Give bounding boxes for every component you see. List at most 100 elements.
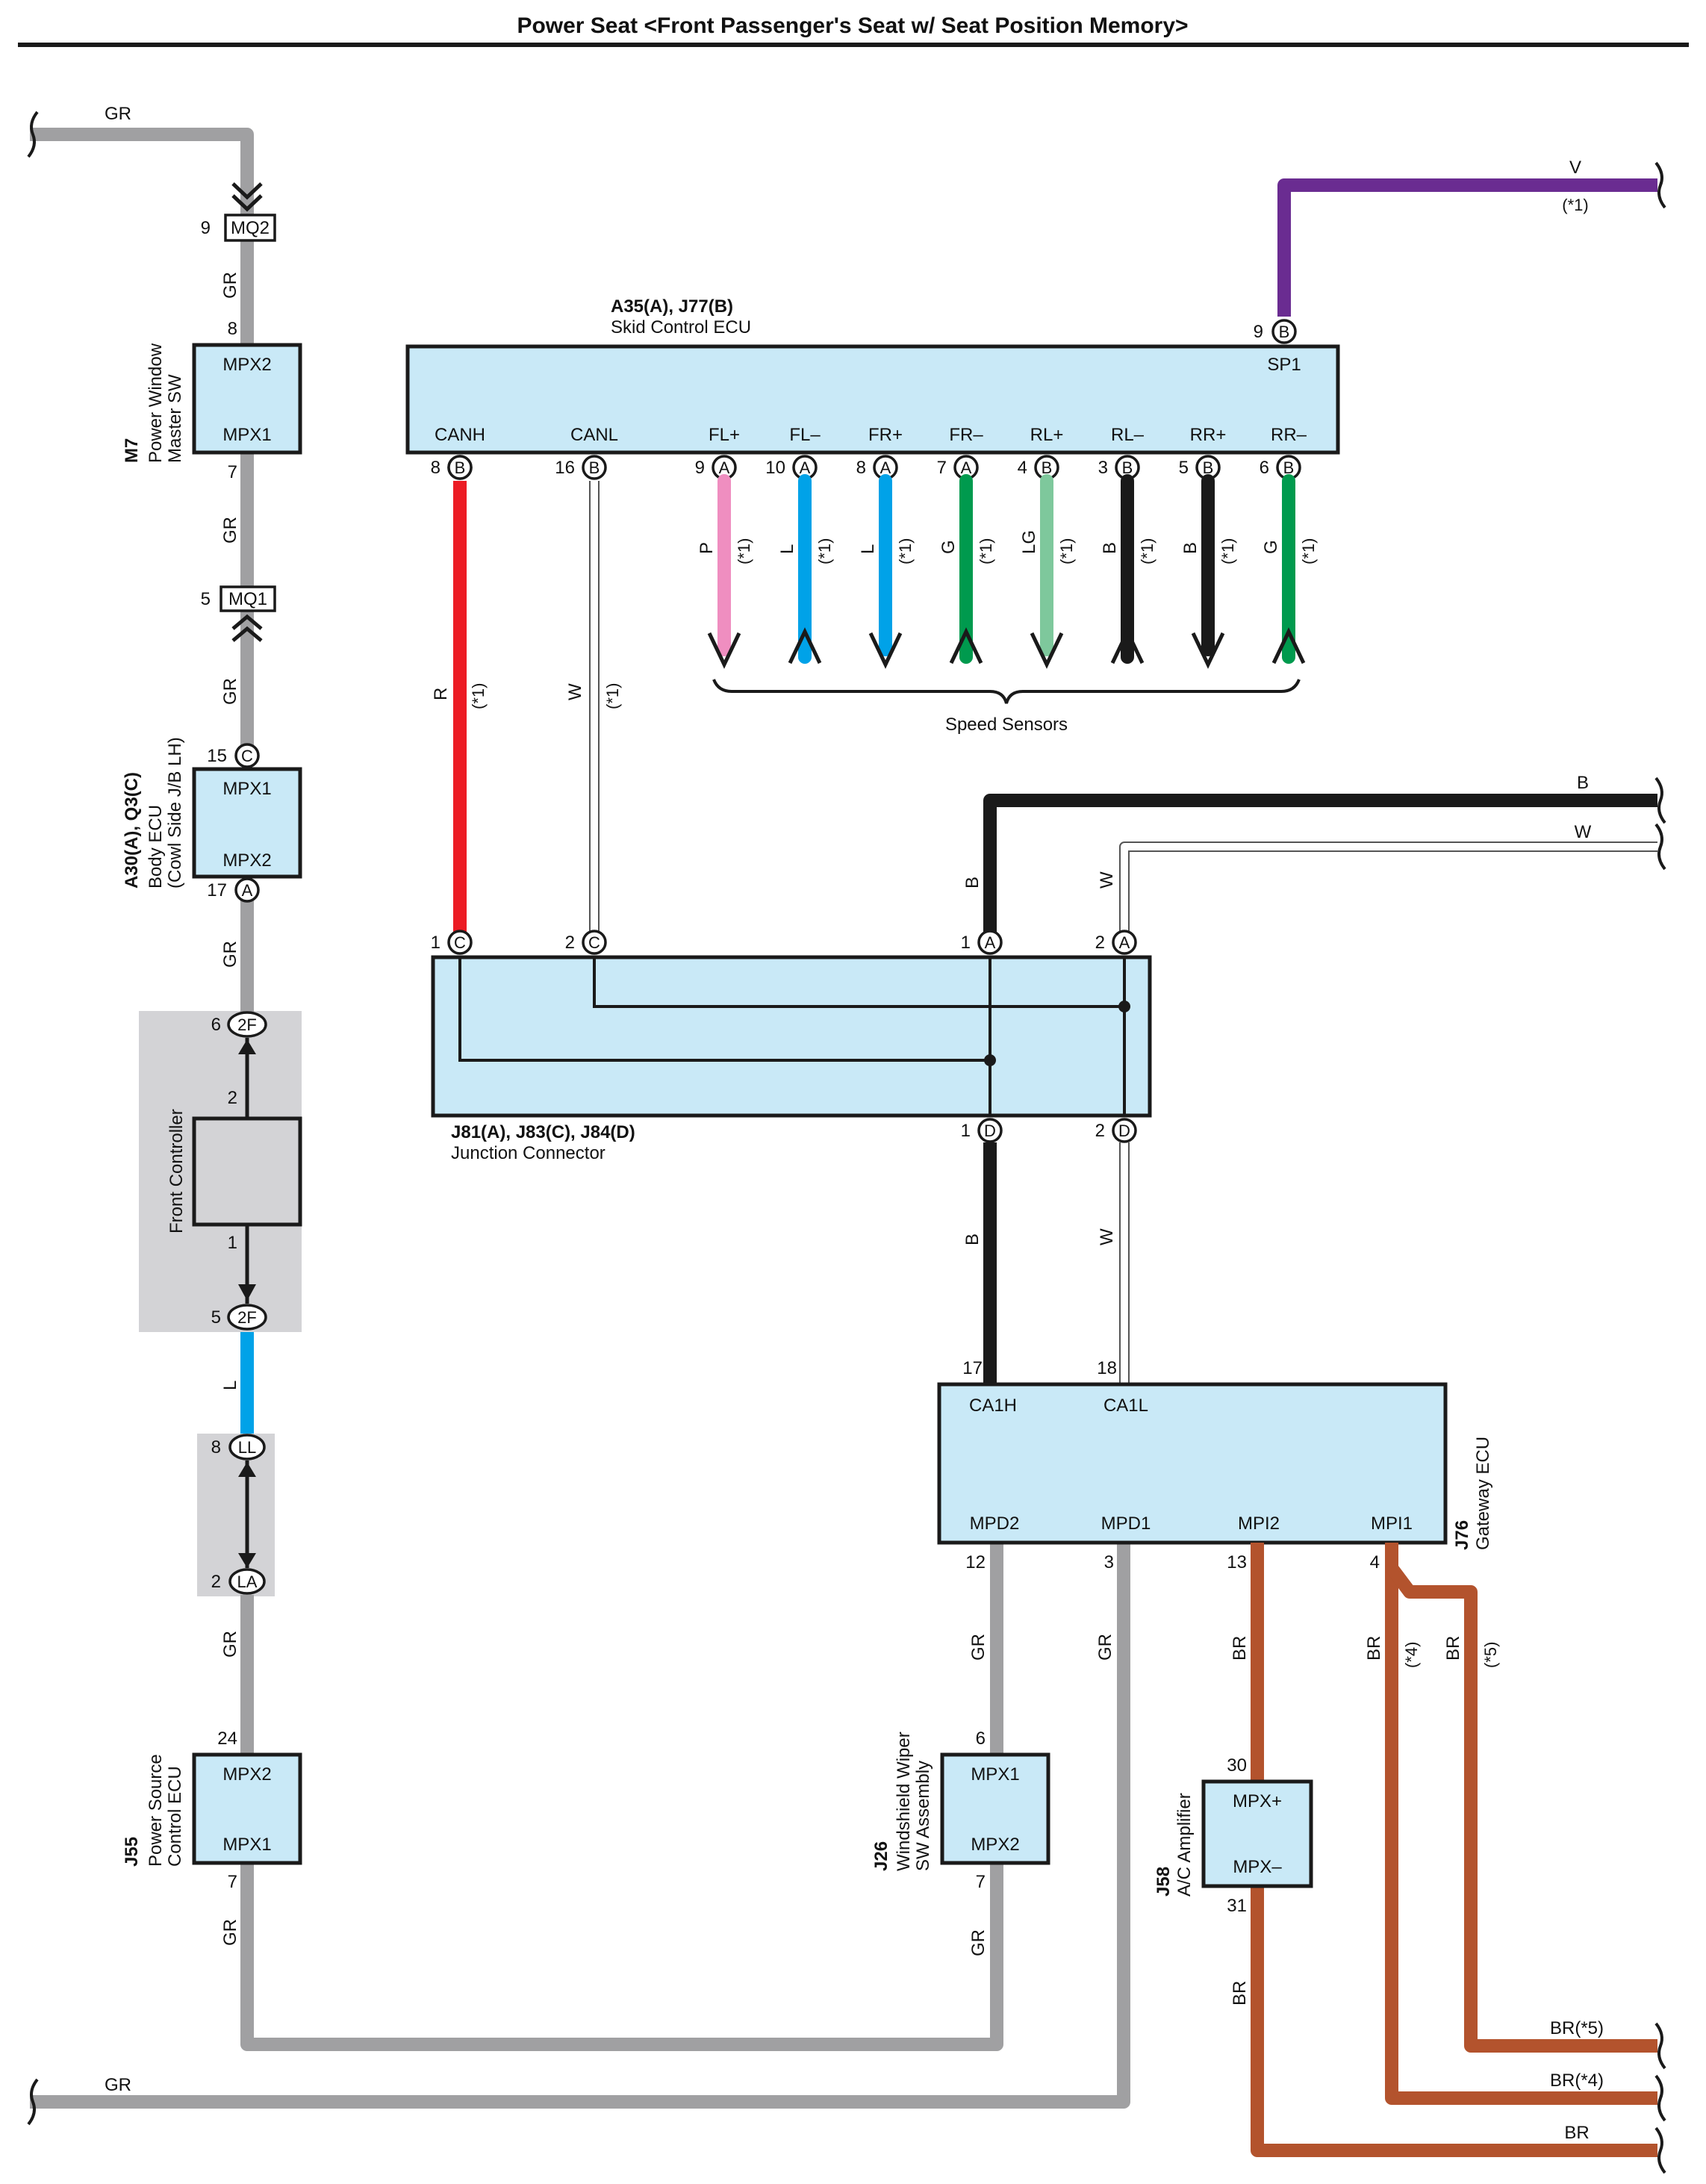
sensor-wire: L(*1): [858, 474, 915, 669]
sensor-wire: G(*1): [1261, 474, 1318, 665]
j58-to-right-br-wire: [1251, 1886, 1657, 2157]
pin-number: 1: [431, 933, 440, 953]
mpd1-to-bottom-gr-wire: [30, 1534, 1130, 2109]
fc-top-conn-pin: 6: [211, 1015, 221, 1035]
skid-ecu-pins: CANHB8CANLB16FL+A9FL–A10FR+A8FR–A7RL+B4R…: [431, 425, 1307, 480]
m7-pin-bottom: 7: [228, 462, 237, 482]
gateway-code: J76: [1452, 1520, 1472, 1550]
body-ecu: C 15 MPX1 MPX2 A 17 A30(A), Q3(C) Body E…: [122, 737, 302, 903]
w-wire-up: [1121, 843, 1657, 933]
b-wire-up: [983, 794, 1657, 933]
mpi1-branch-note: (*5): [1481, 1642, 1500, 1668]
junction-top-pin-4: A 2: [1095, 930, 1137, 955]
mq2-connector: MQ2 9: [201, 182, 276, 242]
ll-label: LL: [238, 1438, 256, 1457]
j58-name: A/C Amplifier: [1174, 1793, 1195, 1897]
fc-inner-bottom-pin: 1: [228, 1233, 237, 1253]
br-wires: [1251, 1543, 1657, 2157]
pin-number: 6: [1260, 458, 1269, 478]
pin-number: 2: [1095, 1121, 1105, 1141]
wire-label-gr-6: GR: [220, 1919, 240, 1946]
pin-letter: A: [961, 458, 972, 477]
w-wire-label: W: [1097, 871, 1117, 889]
front-controller-name: Front Controller: [166, 1109, 187, 1233]
pin-letter: B: [1042, 458, 1053, 477]
pin-letter: D: [984, 1121, 996, 1140]
j58-pin-bottom: 31: [1227, 1896, 1247, 1916]
left-bottom-wire-end: [27, 2078, 39, 2126]
j26-name-2: SW Assembly: [913, 1761, 933, 1871]
wire-label-gr-4: GR: [220, 941, 240, 968]
canl-wire-label: W: [565, 683, 585, 700]
arrow-down-icon: [1191, 632, 1225, 669]
mpi1-wire-note: (*4): [1402, 1642, 1421, 1668]
gw-port-ca1h: CA1H: [969, 1396, 1017, 1416]
pin-letter: C: [588, 933, 600, 952]
chevron-up-icon: [231, 626, 263, 642]
pin-letter: B: [589, 458, 600, 477]
mpd2-wire-label: GR: [968, 1634, 989, 1661]
body-port-top: MPX1: [222, 779, 271, 799]
speed-sensor-wires: P(*1)L(*1)L(*1)G(*1)LG(*1)B(*1)B(*1)G(*1…: [697, 474, 1318, 669]
body-ecu-name-2: (Cowl Side J/B LH): [165, 737, 185, 889]
pin-number: 4: [1018, 458, 1027, 478]
j58-pin-top: 30: [1227, 1755, 1247, 1776]
skid-pin-fr-plus: FR+A8: [856, 425, 903, 480]
b-wire-end: [1654, 777, 1666, 824]
sensor-wire-color: B: [1100, 542, 1120, 554]
gw-port-mpi1: MPI1: [1371, 1513, 1413, 1534]
sp1-label: SP1: [1267, 355, 1301, 375]
junction-dot: [984, 1054, 996, 1066]
front-controller: 2F 6 2 1 2F 5 Front Controller: [166, 1011, 302, 1331]
sensor-wire-color: LG: [1019, 530, 1039, 554]
skid-port-label: FR–: [949, 425, 983, 445]
mpd1-wire-label: GR: [1095, 1634, 1115, 1661]
junction-dot: [1118, 1001, 1130, 1012]
junction-bottom-pin-1: D 1: [961, 1118, 1003, 1143]
right-end-br4: BR(*4): [1550, 2071, 1604, 2091]
pin-number: 7: [937, 458, 947, 478]
v-wire-note: (*1): [1562, 196, 1588, 214]
skid-port-label: CANH: [435, 425, 485, 445]
gw-port-ca1l: CA1L: [1103, 1396, 1148, 1416]
mq1-label: MQ1: [228, 589, 267, 609]
w-out-label: W: [1575, 822, 1592, 842]
fc-bottom-conn: 2F: [237, 1308, 257, 1327]
body-port-bottom: MPX2: [222, 850, 271, 871]
pin-letter: A: [985, 933, 996, 952]
ll-la-zone: [197, 1434, 275, 1596]
j26-windshield-wiper-sw: 6 MPX1 MPX2 7 J26 Windshield Wiper SW As…: [871, 1729, 1050, 1956]
m7-name-1: Power Window: [146, 343, 166, 463]
canh-wire-note: (*1): [469, 683, 488, 709]
junction-top-pin-2: C 2: [565, 930, 607, 955]
arrow-down-icon: [868, 632, 903, 669]
pin-letter: A: [719, 458, 730, 477]
junction-connector-box: [431, 955, 1152, 1118]
m7-name-2: Master SW: [165, 374, 185, 463]
mq2-pin: 9: [201, 218, 211, 238]
sensor-wire: LG(*1): [1019, 474, 1076, 669]
mpi1-br5-wire: [1386, 1564, 1657, 2053]
sensor-wire: P(*1): [697, 474, 753, 669]
j26-pin-top: 6: [976, 1729, 986, 1749]
wire-label-gr-3: GR: [220, 678, 240, 705]
br5-wire-end: [1654, 2022, 1666, 2070]
sensor-wire-note: (*1): [735, 538, 753, 564]
pin-number: 3: [1098, 458, 1108, 478]
junction-bottom-pin-2: D 2: [1095, 1118, 1137, 1143]
body-pin-bottom: 17: [207, 880, 227, 900]
page-title: Power Seat <Front Passenger's Seat w/ Se…: [517, 13, 1188, 38]
arrow-up-icon: [1110, 627, 1145, 665]
pin-number: 1: [961, 1121, 971, 1141]
body-pin-top: 15: [207, 746, 227, 766]
sensor-wire: B(*1): [1100, 474, 1156, 665]
gw-pin-17: 17: [962, 1358, 983, 1378]
v-wire: [1277, 178, 1657, 317]
pin-number: 5: [1179, 458, 1189, 478]
arrow-down-icon: [238, 1284, 256, 1301]
pin-letter: B: [1122, 458, 1133, 477]
gw-port-mpd1: MPD1: [1101, 1513, 1151, 1534]
sensor-wire-color: G: [938, 540, 959, 554]
pin-number: 1: [961, 933, 971, 953]
w-wire-end: [1654, 823, 1666, 871]
